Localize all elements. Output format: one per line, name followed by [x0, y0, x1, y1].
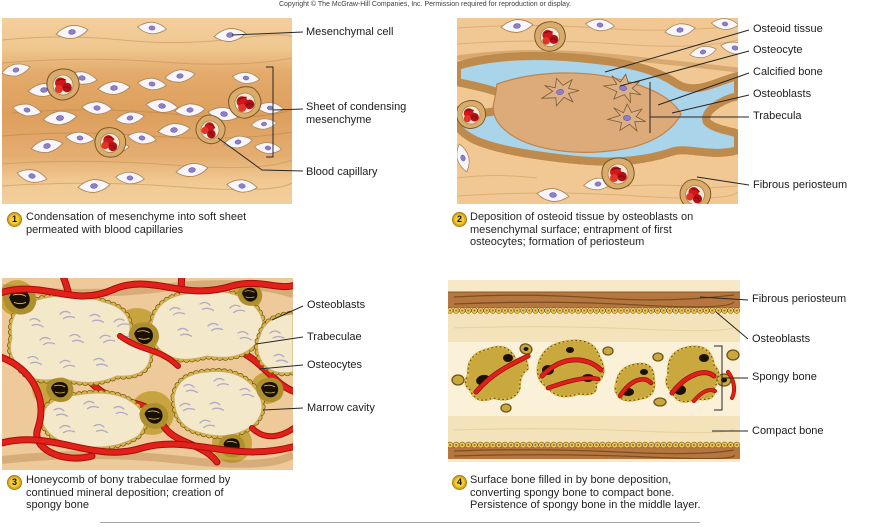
blood-vessel-graphics [2, 279, 293, 462]
label-blood-capillary: Blood capillary [306, 166, 378, 178]
step-1-caption: Condensation of mesenchyme into soft she… [26, 211, 247, 236]
step-3-caption: Honeycomb of bony trabeculae formed by c… [26, 474, 231, 511]
label-osteoblasts-p2: Osteoblasts [753, 88, 812, 100]
panel-2-illustration [457, 18, 738, 204]
label-osteoblasts-p4: Osteoblasts [752, 333, 811, 345]
osteoblast-rows [448, 307, 740, 449]
label-osteocytes: Osteocytes [307, 359, 363, 371]
trabeculae-graphics [10, 291, 293, 447]
label-sheet-of-condensing-mesenchyme: Sheet of condensing mesenchyme [306, 101, 407, 126]
label-osteoblasts-p3: Osteoblasts [307, 299, 366, 311]
step-1-badge: 1 [7, 212, 22, 227]
leader-lines [217, 29, 750, 432]
label-compact-bone: Compact bone [752, 425, 824, 437]
step-2-badge: 2 [452, 212, 467, 227]
bottom-divider [100, 522, 700, 523]
periosteum-top [448, 292, 740, 308]
label-marrow-cavity: Marrow cavity [307, 402, 375, 414]
label-fibrous-periosteum-p4: Fibrous periosteum [752, 293, 847, 305]
label-osteoid-tissue: Osteoid tissue [753, 23, 823, 35]
panel-4-illustration [448, 280, 740, 462]
step-3-badge: 3 [7, 475, 22, 490]
label-mesenchymal-cell: Mesenchymal cell [306, 26, 394, 38]
step-2-caption: Deposition of osteoid tissue by osteobla… [470, 211, 694, 248]
label-trabecula: Trabecula [753, 110, 802, 122]
copyright-notice: Copyright © The McGraw-Hill Companies, I… [278, 1, 571, 8]
label-fibrous-periosteum-p2: Fibrous periosteum [753, 179, 848, 191]
spongy-bone-graphics [451, 339, 740, 413]
label-spongy-bone: Spongy bone [752, 371, 817, 383]
label-calcified-bone: Calcified bone [753, 66, 823, 78]
step-4-caption: Surface bone filled in by bone depositio… [470, 474, 701, 511]
label-osteocyte: Osteocyte [753, 44, 803, 56]
panel-3-illustration [2, 278, 293, 470]
label-trabeculae: Trabeculae [307, 331, 362, 343]
step-4-badge: 4 [452, 475, 467, 490]
panel-1-illustration [2, 18, 292, 204]
